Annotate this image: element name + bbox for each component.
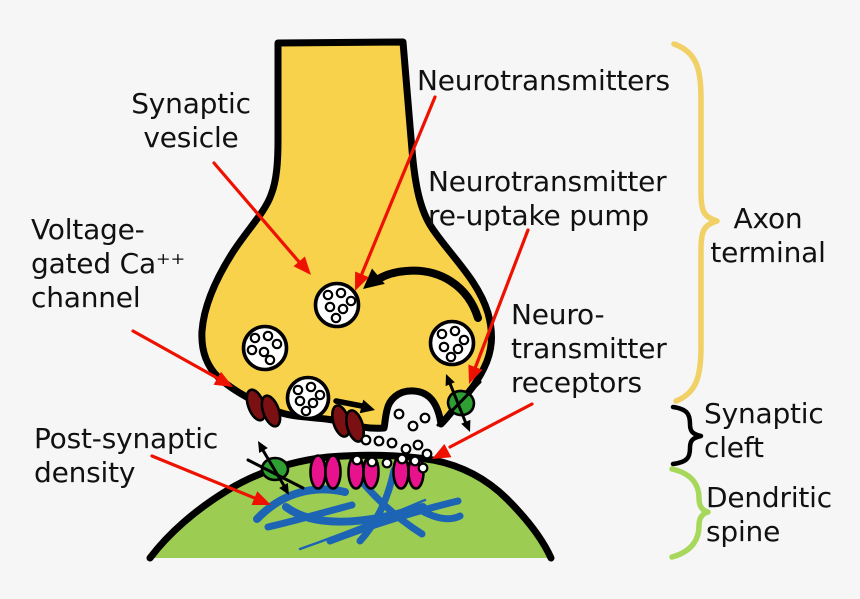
pump-transport-arrows-dendrite — [246, 441, 305, 495]
neurotransmitters-arrow — [355, 95, 437, 291]
label-axon-terminal: Axon terminal — [710, 202, 826, 269]
post-synaptic-density-arrow — [150, 454, 271, 505]
voltage-gated-channel-arrow — [131, 329, 233, 387]
label-reuptake-pump: Neurotransmitter re-uptake pump — [428, 165, 667, 232]
axon-terminal-brace — [671, 41, 720, 404]
label-voltage-gated-channel: Voltage- gated Ca⁺⁺ channel — [31, 213, 186, 314]
receptors-arrow — [432, 402, 534, 459]
vesicle-recycling-arrow — [363, 266, 482, 322]
neurotransmitter-receptors — [309, 454, 425, 490]
synaptic-vesicles — [241, 281, 476, 421]
label-dendritic-spine: Dendritic spine — [706, 481, 832, 548]
synaptic-vesicle-shape — [241, 324, 289, 372]
synaptic-vesicle-shape — [428, 319, 476, 367]
voltage-gated-ca-channels — [245, 388, 365, 443]
label-synaptic-cleft: Synaptic cleft — [704, 397, 824, 464]
label-neurotransmitters: Neurotransmitters — [417, 64, 670, 97]
black-arrows — [246, 266, 482, 495]
synaptic-vesicle-shape — [285, 375, 331, 421]
synaptic-cleft-brace — [670, 404, 704, 467]
synaptic-vesicle-shape — [313, 281, 361, 329]
dendritic-spine-brace — [669, 466, 711, 560]
label-neurotransmitter-receptors: Neuro- transmitter receptors — [511, 298, 667, 399]
reuptake-pump-arrow — [468, 228, 530, 384]
vesicle-to-membrane-arrow — [333, 398, 375, 414]
label-post-synaptic-density: Post-synaptic density — [34, 422, 219, 489]
red-pointer-arrows — [131, 95, 534, 505]
neurotransmitter-molecules — [351, 408, 433, 474]
synaptic-vesicle-arrow — [212, 161, 311, 275]
label-synaptic-vesicle: Synaptic vesicle — [131, 87, 251, 154]
pump-transport-arrows-axon — [436, 374, 482, 432]
